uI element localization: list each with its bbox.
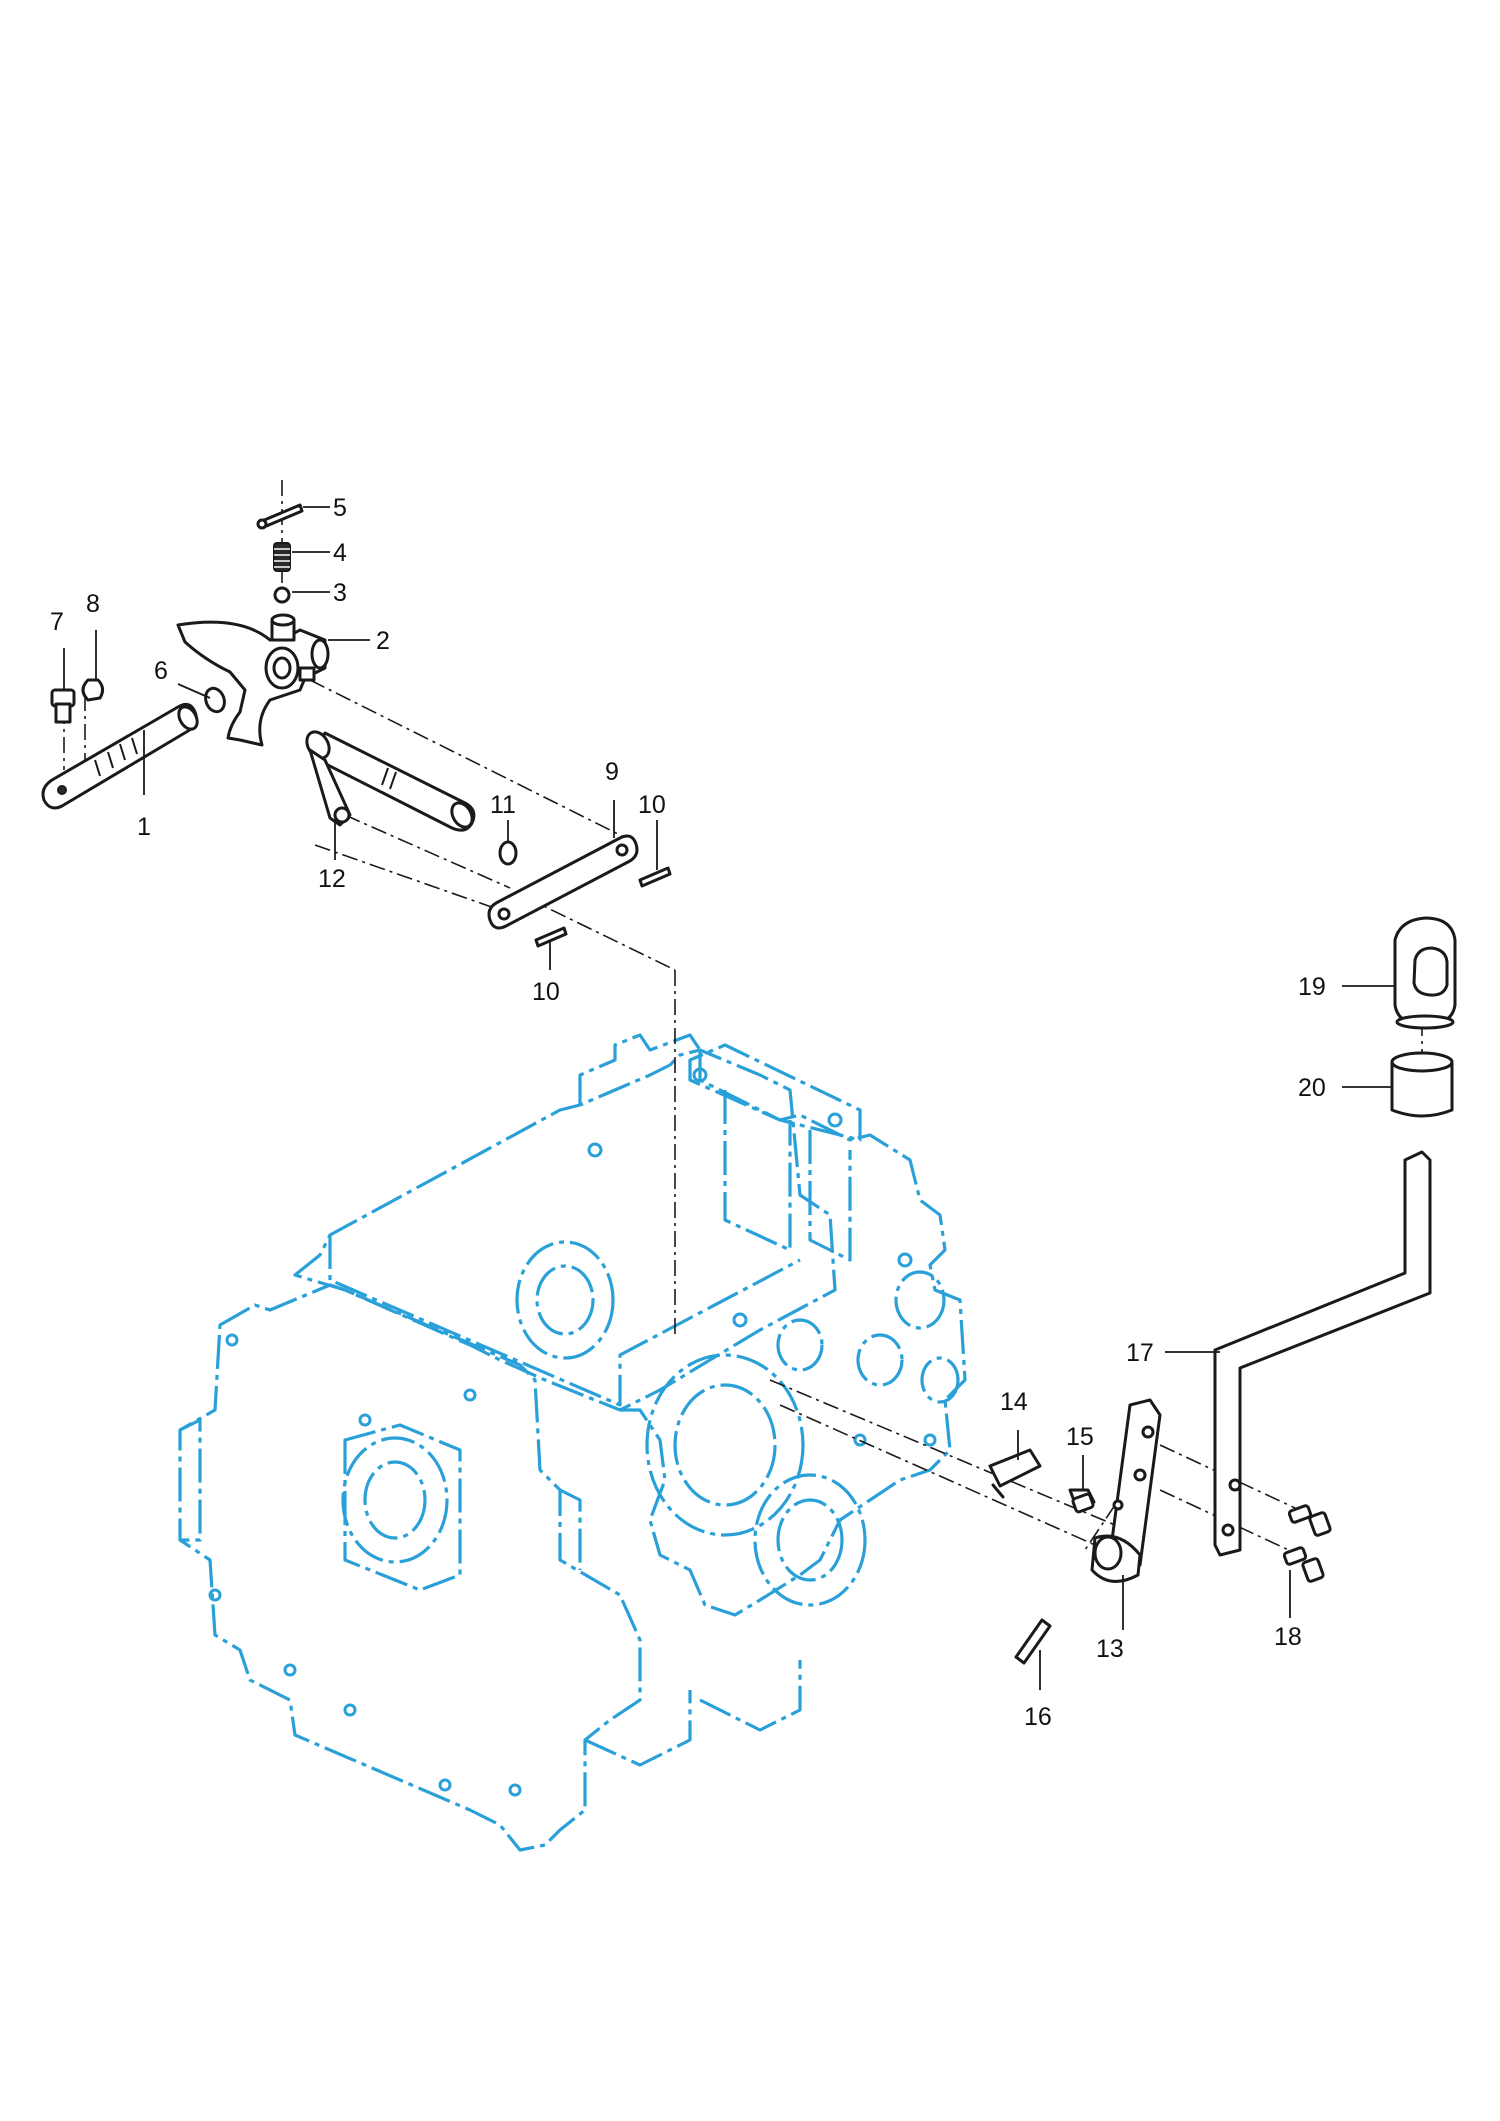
link-plate [487,834,639,930]
shift-lever [1213,1150,1432,1557]
callout-10-lower: 10 [532,978,560,1006]
shift-rod [41,702,199,810]
shift-arm [1090,1398,1162,1583]
callout-13: 13 [1096,1635,1124,1663]
bolt-16 [1068,1488,1096,1514]
callout-15: 14 [1000,1388,1028,1416]
pin-5 [256,503,304,530]
callout-11: 11 [490,791,516,819]
callout-19: 19 [1298,973,1326,1001]
callout-20: 20 [1298,1074,1326,1102]
shift-fork [176,613,330,747]
washer-11 [498,840,518,866]
callout-6: 6 [154,657,168,685]
shift-arm-shaft [305,730,476,832]
callout-3: 3 [333,579,347,607]
detent-spring [273,542,291,572]
split-pin-10-upper [638,866,672,888]
callout-14: 16 [1024,1703,1052,1731]
lever-sleeve [1390,1051,1454,1118]
bolt-18-lower [1282,1546,1325,1583]
bolt-7 [50,688,76,724]
spring-pin-14 [1014,1618,1052,1665]
callout-10-upper: 10 [638,791,666,819]
callout-5: 5 [333,494,347,522]
detent-ball [273,586,291,604]
lock-plate [988,1448,1042,1499]
callout-9: 9 [605,758,619,786]
callout-16: 15 [1066,1423,1094,1451]
callout-4: 4 [333,539,347,567]
o-ring-6 [204,686,226,714]
callout-17: 17 [1126,1339,1154,1367]
callout-2: 2 [376,627,390,655]
lever-knob [1393,916,1457,1030]
transmission-housing [178,1033,967,1852]
callout-1: 1 [137,813,151,841]
callout-labels: 5 4 3 2 6 7 8 1 9 10 11 12 10 14 15 13 1… [50,494,1326,1731]
callout-7: 7 [50,608,64,636]
split-pin-10-lower [534,926,568,948]
leader-lines [63,506,1395,1690]
bolt-18-upper [1287,1504,1332,1537]
callout-12: 12 [318,865,346,893]
callout-18: 18 [1274,1623,1302,1651]
e-clip [81,678,105,702]
callout-8: 8 [86,590,100,618]
